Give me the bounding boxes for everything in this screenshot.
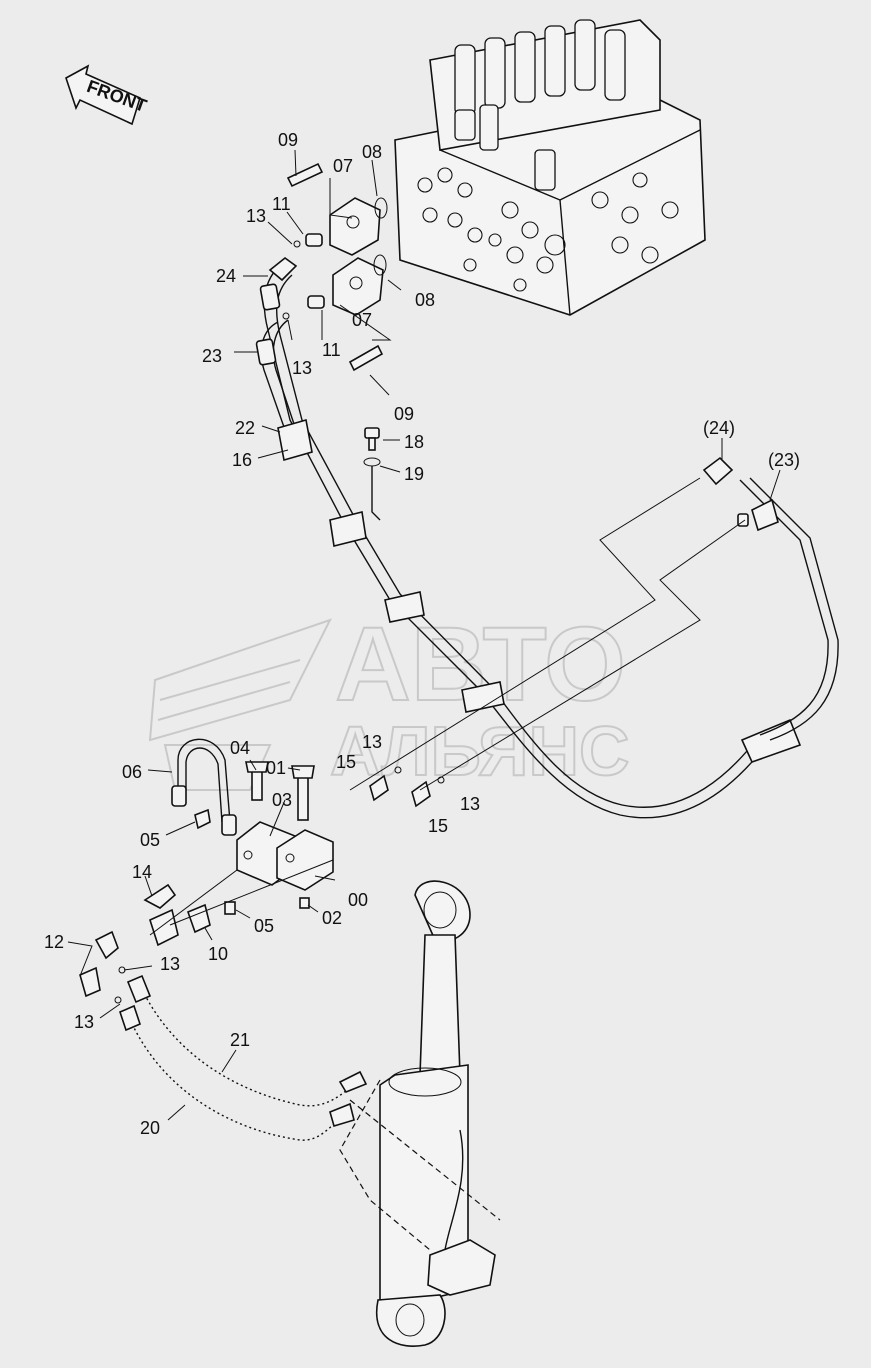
- callout-00: 00: [348, 890, 368, 910]
- fittings-15: [369, 766, 445, 808]
- callout-11: 11: [272, 194, 291, 214]
- callout-20: 20: [140, 1118, 160, 1138]
- callout-05: 05: [140, 830, 160, 850]
- watermark-emblem: [148, 618, 332, 791]
- hose-06: [171, 738, 237, 836]
- clamp-bolt-18: [363, 427, 381, 521]
- callout-19: 19: [404, 464, 424, 484]
- callout-13: 13: [160, 954, 180, 974]
- callout-labels: 09 07 08 11 13 24 08 07 11 23 13 09 22 1…: [44, 130, 800, 1138]
- block-assembly: [224, 761, 334, 915]
- flange-group-upper: [286, 162, 388, 256]
- callout-15: 15: [336, 752, 356, 772]
- callout-07: 07: [333, 156, 353, 176]
- callout-09: 09: [278, 130, 298, 150]
- elbows-12: [79, 930, 126, 1004]
- control-valve-illustration: [394, 19, 706, 316]
- callout-02: 02: [322, 908, 342, 928]
- hose-assembly-main: [255, 256, 839, 819]
- callout-01: 01: [266, 758, 286, 778]
- callout-04: 04: [230, 738, 250, 758]
- callout-16: 16: [232, 450, 252, 470]
- callout-07: 07: [352, 310, 372, 330]
- callout-10: 10: [208, 944, 228, 964]
- callout-23: 23: [202, 346, 222, 366]
- callout-21: 21: [230, 1030, 250, 1050]
- callout-13: 13: [460, 794, 480, 814]
- callout-14: 14: [132, 862, 152, 882]
- callout-13: 13: [74, 1012, 94, 1032]
- watermark-line2: АЛЬЯНС: [330, 712, 630, 790]
- callout-13: 13: [246, 206, 266, 226]
- callout-12: 12: [44, 932, 64, 952]
- callout-18: 18: [404, 432, 424, 452]
- flange-group-lower: [282, 254, 387, 372]
- callout-23-ref: (23): [768, 450, 800, 470]
- hydraulic-cylinder: [375, 880, 496, 1347]
- callout-15: 15: [428, 816, 448, 836]
- callout-03: 03: [272, 790, 292, 810]
- leader-lines: [67, 149, 781, 1251]
- callout-13: 13: [362, 732, 382, 752]
- callout-24: 24: [216, 266, 236, 286]
- hose-20-21: [119, 974, 368, 1141]
- callout-05: 05: [254, 916, 274, 936]
- callout-08: 08: [415, 290, 435, 310]
- callout-11: 11: [322, 340, 341, 360]
- front-arrow-icon: FRONT: [65, 64, 149, 126]
- watermark: АВТО АЛЬЯНС: [148, 605, 631, 791]
- callout-22: 22: [235, 418, 255, 438]
- callout-13: 13: [292, 358, 312, 378]
- callout-09: 09: [394, 404, 414, 424]
- callout-06: 06: [122, 762, 142, 782]
- callout-08: 08: [362, 142, 382, 162]
- callout-24-ref: (24): [703, 418, 735, 438]
